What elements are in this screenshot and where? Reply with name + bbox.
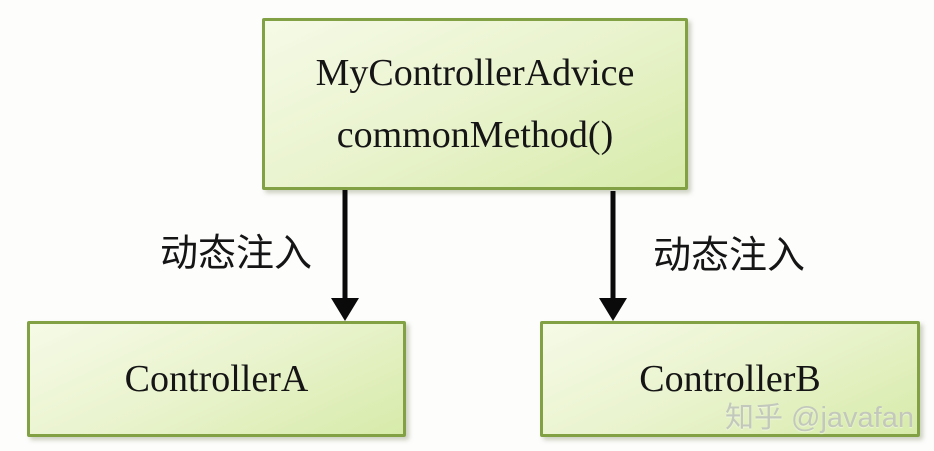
node-controller-a: ControllerA xyxy=(27,321,406,437)
node-mycontrolleradvice: MyControllerAdvice commonMethod() xyxy=(262,18,688,190)
zhihu-watermark: 知乎 @javafan xyxy=(724,402,914,434)
arrow-left-icon xyxy=(331,190,359,321)
node-method-label: commonMethod() xyxy=(336,114,614,156)
edge-label-right: 动态注入 xyxy=(653,235,806,277)
node-label: ControllerB xyxy=(639,358,821,400)
edge-label-left: 动态注入 xyxy=(160,233,313,275)
node-title: MyControllerAdvice xyxy=(315,52,635,94)
arrow-right-icon xyxy=(599,191,627,321)
node-controller-b: ControllerB xyxy=(540,321,920,437)
node-label: ControllerA xyxy=(124,358,309,400)
